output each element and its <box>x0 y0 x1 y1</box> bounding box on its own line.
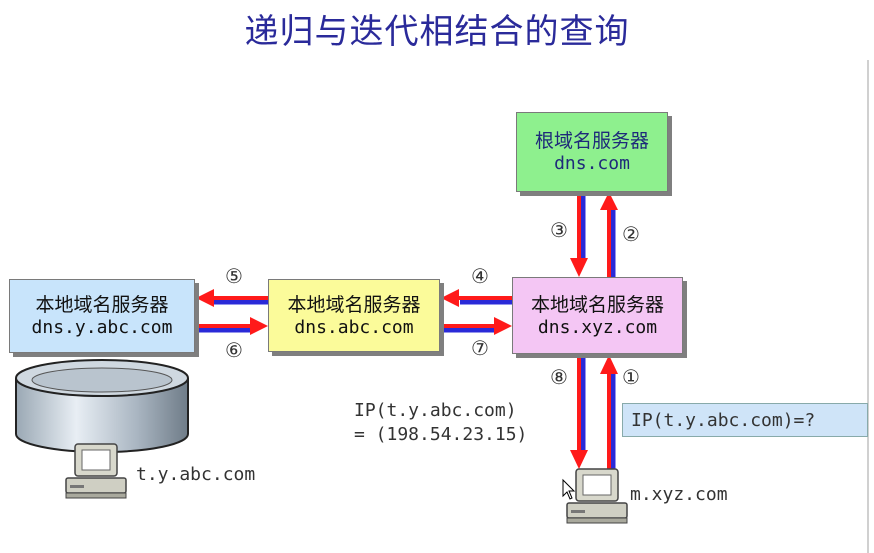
client-computer-icon <box>566 468 628 524</box>
xyz-server-name: 本地域名服务器 <box>530 293 664 316</box>
root-server-host: dns.com <box>554 153 630 174</box>
step-label-8: ⑧ <box>550 365 568 389</box>
root-server-name: 根域名服务器 <box>534 130 649 152</box>
step-label-5: ⑤ <box>225 264 243 288</box>
step-label-6: ⑥ <box>225 338 243 362</box>
local-dns-server-y: 本地域名服务器 dns.y.abc.com <box>9 279 195 353</box>
arrow-step-8 <box>570 354 588 469</box>
abc-server-name: 本地域名服务器 <box>287 293 421 316</box>
database-cylinder-icon <box>15 359 189 453</box>
client-host-label: m.xyz.com <box>630 484 728 505</box>
abc-server-host: dns.abc.com <box>294 316 414 338</box>
arrow-step-2 <box>600 192 618 277</box>
target-computer-icon <box>65 443 127 499</box>
step-label-2: ② <box>622 222 640 246</box>
xyz-server-host: dns.xyz.com <box>537 316 658 338</box>
step-label-3: ③ <box>550 218 568 242</box>
arrow-step-6 <box>196 317 268 335</box>
target-host-label: t.y.abc.com <box>136 464 256 485</box>
local-dns-server-xyz: 本地域名服务器 dns.xyz.com <box>512 277 683 354</box>
query-box: IP(t.y.abc.com)=? <box>622 403 868 437</box>
answer-line-2: = (198.54.23.15) <box>354 424 528 445</box>
page-title: 递归与迭代相结合的查询 <box>244 12 630 52</box>
arrow-step-7 <box>441 317 512 335</box>
arrow-step-3 <box>570 193 588 277</box>
y-server-name: 本地域名服务器 <box>35 294 169 316</box>
root-dns-server: 根域名服务器 dns.com <box>516 112 668 192</box>
arrow-step-5 <box>196 289 268 307</box>
step-label-1: ① <box>622 365 640 389</box>
step-label-7: ⑦ <box>471 336 489 360</box>
arrow-step-1 <box>600 355 618 470</box>
arrow-step-4 <box>441 289 512 307</box>
local-dns-server-abc: 本地域名服务器 dns.abc.com <box>268 279 440 352</box>
step-label-4: ④ <box>471 264 489 288</box>
mouse-cursor-icon <box>562 478 576 500</box>
answer-line-1: IP(t.y.abc.com) <box>354 400 517 421</box>
y-server-host: dns.y.abc.com <box>31 317 173 338</box>
